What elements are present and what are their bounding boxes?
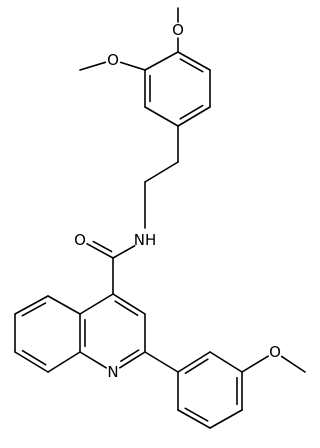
bond-q4-q3-double bbox=[114, 300, 139, 317]
bond-a1-a2-double bbox=[179, 58, 204, 73]
bond-q2-r1 bbox=[144, 351, 179, 373]
atom-label-o3: O bbox=[74, 231, 86, 249]
bond-a3-a4-double bbox=[179, 104, 204, 120]
bond-q2-qn bbox=[118, 351, 146, 369]
atom-label-o4: O bbox=[269, 343, 281, 361]
bond-qn-q8a bbox=[79, 351, 107, 369]
bond-r5-r6 bbox=[177, 409, 211, 429]
bond-r1-r2-double bbox=[184, 358, 209, 375]
bond-a3-a4 bbox=[177, 106, 211, 127]
bond-q4-q3 bbox=[112, 293, 146, 315]
bond-b7-b8-double bbox=[21, 349, 47, 366]
bond-b8-q8a bbox=[47, 351, 81, 373]
bond-nh-cc bbox=[112, 245, 136, 259]
atom-label-o1: O bbox=[172, 21, 184, 39]
bond-a1-a2 bbox=[177, 51, 211, 71]
bond-q4a-q4 bbox=[79, 293, 114, 315]
bond-o4-me4 bbox=[280, 355, 306, 373]
bond-layer bbox=[14, 7, 306, 429]
bond-r3-o4 bbox=[241, 355, 269, 373]
atom-label-n1: NH bbox=[134, 231, 157, 249]
bond-r1-r2 bbox=[177, 351, 211, 373]
bond-b5-b6-double bbox=[21, 302, 47, 317]
atom-label-n2: N bbox=[107, 363, 118, 381]
bond-cc-oc-double bbox=[92, 240, 113, 253]
bond-cc-oc bbox=[86, 243, 114, 259]
bond-o2-me2 bbox=[79, 61, 107, 71]
atom-label-o2: O bbox=[107, 51, 119, 69]
bond-a6-a1 bbox=[144, 51, 179, 71]
bond-a4-a5 bbox=[144, 106, 179, 127]
bond-q4a-b5 bbox=[47, 295, 81, 315]
bond-a6-o2 bbox=[119, 61, 146, 71]
bond-r2-r3 bbox=[209, 351, 243, 373]
bond-r4-r5 bbox=[209, 409, 243, 429]
bond-r5-r6-double bbox=[184, 407, 209, 422]
bond-b7-b8 bbox=[14, 351, 49, 373]
bond-q2-qn-double bbox=[120, 349, 140, 362]
bond-e1-e2 bbox=[144, 161, 179, 183]
atom-label-layer: O O NH O N O bbox=[74, 21, 281, 381]
bond-b5-b6 bbox=[14, 295, 49, 315]
